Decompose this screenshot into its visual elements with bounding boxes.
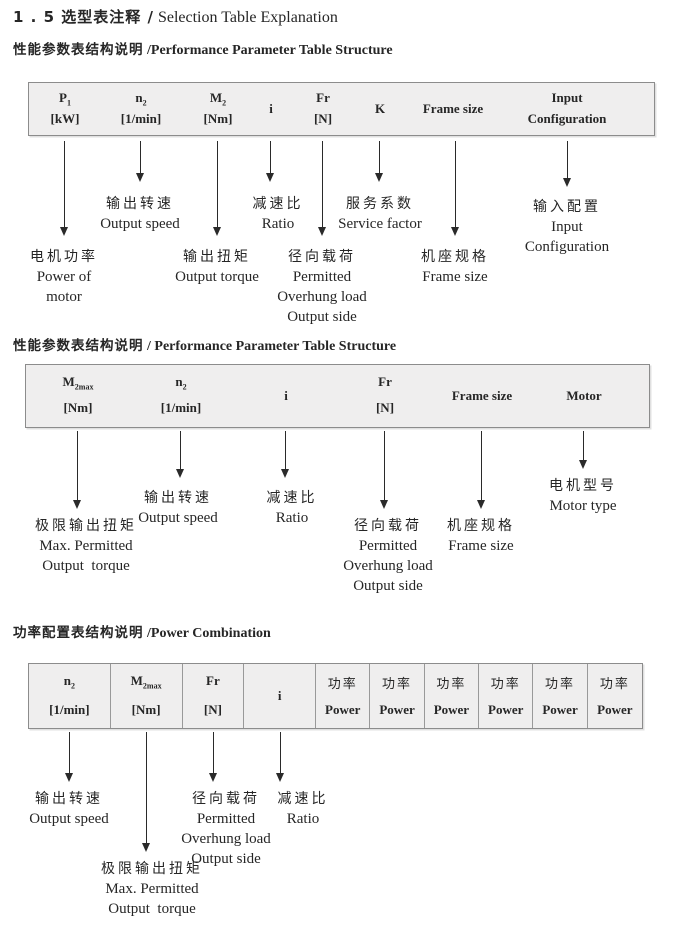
table3-header-row: n2 [1/min] M2max [Nm] Fr [N] i 功率 Power … — [28, 663, 643, 729]
s3-arrow-i — [276, 732, 284, 782]
s2-callout-output-speed: 输出转速 Output speed — [138, 490, 218, 526]
s3-arrow-n2 — [65, 732, 73, 782]
s3-callout-output-speed: 输出转速 Output speed — [29, 791, 109, 827]
s1-callout-motor-power: 电机功率 Power of motor — [30, 249, 98, 305]
s3-arrow-m2max — [142, 732, 150, 852]
table1-header-row: P1 [kW] n2 [1/min] M2 [Nm] i Fr [N] K Fr… — [28, 82, 655, 136]
section3-heading: 功率配置表结构说明 /Power Combination — [13, 621, 271, 642]
s1-arrow-p1 — [60, 141, 68, 236]
s2-arrow-n2 — [176, 431, 184, 478]
s2-callout-overhung-load: 径向载荷 Permitted Overhung load Output side — [343, 518, 433, 594]
s2-arrow-i — [281, 431, 289, 478]
section1-heading: 性能参数表结构说明 /Performance Parameter Table S… — [13, 38, 393, 59]
s3-callout-max-output-torque: 极限输出扭矩 Max. Permitted Output torque — [101, 861, 203, 917]
table2-col-fr: Fr [N] — [375, 374, 395, 415]
s1-callout-frame-size: 机座规格 Frame size — [421, 249, 489, 285]
table3-col-power-5: 功率 Power — [533, 664, 588, 728]
s2-callout-ratio: 减速比 Ratio — [266, 490, 318, 526]
table2-col-i: i — [284, 387, 288, 403]
s3-callout-ratio: 减速比 Ratio — [277, 791, 329, 827]
table1-col-m2: M2 [Nm] — [203, 90, 233, 126]
section2-heading-zh: 性能参数表结构说明 — [13, 338, 144, 354]
s1-callout-ratio: 减速比 Ratio — [252, 196, 304, 232]
table1-col-p1: P1 [kW] — [50, 90, 80, 126]
section3-heading-zh: 功率配置表结构说明 — [13, 625, 144, 641]
table2-header-row: M2max [Nm] n2 [1/min] i Fr [N] Frame siz… — [25, 364, 650, 428]
s1-callout-input-configuration: 输入配置 Input Configuration — [524, 199, 610, 255]
table3-col-i: i — [244, 664, 317, 728]
s2-arrow-motor — [579, 431, 587, 469]
table2-col-m2max: M2max [Nm] — [62, 374, 94, 415]
s2-arrow-frame-size — [477, 431, 485, 509]
table3-col-power-6: 功率 Power — [597, 677, 633, 717]
s1-callout-output-speed: 输出转速 Output speed — [100, 196, 180, 232]
section2-heading-en: / Performance Parameter Table Structure — [143, 339, 397, 354]
s1-arrow-i — [266, 141, 274, 182]
s2-callout-frame-size: 机座规格 Frame size — [447, 518, 515, 554]
table3-col-power-4: 功率 Power — [479, 664, 534, 728]
section3-heading-en: /Power Combination — [143, 626, 271, 641]
s1-arrow-m2 — [213, 141, 221, 236]
table3-col-m2max: M2max [Nm] — [111, 664, 183, 728]
s2-arrow-fr — [380, 431, 388, 509]
s1-callout-output-torque: 输出扭矩 Output torque — [175, 249, 259, 285]
table1-col-input-configuration: Input Configuration — [527, 90, 607, 126]
s2-callout-motor-type: 电机型号 Motor type — [549, 478, 617, 514]
table1-col-fr: Fr [N] — [313, 90, 333, 126]
s1-arrow-k — [375, 141, 383, 182]
s3-arrow-fr — [209, 732, 217, 782]
table2-col-frame-size: Frame size — [451, 387, 513, 403]
table3-col-fr: Fr [N] — [183, 664, 245, 728]
s1-arrow-frame-size — [451, 141, 459, 236]
s1-arrow-input-configuration — [563, 141, 571, 187]
s1-arrow-fr — [318, 141, 326, 236]
table1-col-frame-size: Frame size — [422, 100, 484, 116]
table1-col-n2: n2 [1/min] — [120, 90, 162, 126]
table1-col-i: i — [269, 100, 273, 116]
page-title-zh: 1 . 5 选型表注释 / — [13, 8, 154, 26]
section2-heading: 性能参数表结构说明 / Performance Parameter Table … — [13, 334, 396, 355]
page-title: 1 . 5 选型表注释 / Selection Table Explanatio… — [13, 6, 338, 27]
table2-col-motor: Motor — [566, 387, 602, 403]
s2-callout-max-output-torque: 极限输出扭矩 Max. Permitted Output torque — [35, 518, 137, 574]
page-title-en: Selection Table Explanation — [153, 9, 338, 26]
table3-col-power-3: 功率 Power — [425, 664, 480, 728]
s2-arrow-m2max — [73, 431, 81, 509]
section1-heading-zh: 性能参数表结构说明 — [13, 42, 144, 58]
table3-col-power-2: 功率 Power — [370, 664, 425, 728]
s3-callout-overhung-load: 径向载荷 Permitted Overhung load Output side — [181, 791, 271, 867]
table2-col-n2: n2 [1/min] — [160, 374, 202, 415]
s1-callout-service-factor: 服务系数 Service factor — [338, 196, 422, 232]
table3-col-n2: n2 [1/min] — [29, 664, 111, 728]
table3-col-power-1: 功率 Power — [316, 664, 371, 728]
s1-arrow-n2 — [136, 141, 144, 182]
section1-heading-en: /Performance Parameter Table Structure — [143, 43, 393, 58]
s1-callout-overhung-load: 径向载荷 Permitted Overhung load Output side — [277, 249, 367, 325]
table1-col-k: K — [374, 100, 386, 116]
